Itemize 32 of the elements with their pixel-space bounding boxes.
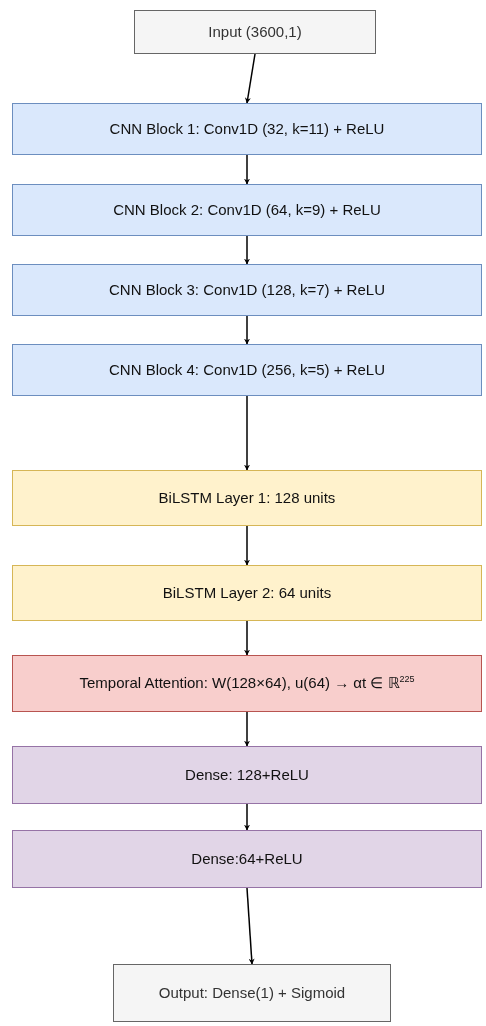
layer-label: BiLSTM Layer 1: 128 units bbox=[158, 488, 336, 508]
layer-label: Dense:64+ReLU bbox=[191, 849, 303, 869]
layer-box bbox=[12, 264, 482, 316]
layer-label: Temporal Attention: W(128×64), u(64) → αt ∈ ℝ$^{225}$ bbox=[79, 674, 415, 693]
arrow bbox=[244, 235, 250, 265]
arrow bbox=[244, 620, 250, 656]
layer-box bbox=[12, 655, 482, 712]
arrow bbox=[244, 803, 250, 831]
layer-box bbox=[12, 184, 482, 236]
layer-box bbox=[134, 10, 376, 54]
layer-label: CNN Block 3: Conv1D (128, k=7) + ReLU bbox=[109, 280, 385, 300]
layer-label: CNN Block 4: Conv1D (256, k=5) + ReLU bbox=[109, 360, 385, 380]
layer-box bbox=[12, 565, 482, 621]
layer-label: Input (3600,1) bbox=[208, 22, 302, 42]
layer-label: Dense: 128+ReLU bbox=[185, 765, 309, 785]
layer-label: BiLSTM Layer 2: 64 units bbox=[162, 583, 332, 603]
layer-box bbox=[113, 964, 391, 1022]
arrow bbox=[244, 711, 250, 747]
layer-box bbox=[12, 830, 482, 888]
layer-box bbox=[12, 746, 482, 804]
layer-label: Output: Dense(1) + Sigmoid bbox=[158, 983, 346, 1003]
arrow bbox=[244, 525, 250, 566]
layer-label: CNN Block 1: Conv1D (32, k=11) + ReLU bbox=[109, 119, 385, 139]
layer-box bbox=[12, 470, 482, 526]
layer-label: CNN Block 2: Conv1D (64, k=9) + ReLU bbox=[113, 200, 381, 220]
arrow bbox=[244, 53, 256, 104]
arrow bbox=[246, 887, 255, 965]
arrow bbox=[244, 395, 250, 471]
layer-box bbox=[12, 344, 482, 396]
layer-box bbox=[12, 103, 482, 155]
arrow bbox=[244, 154, 250, 185]
arrow bbox=[244, 315, 250, 345]
